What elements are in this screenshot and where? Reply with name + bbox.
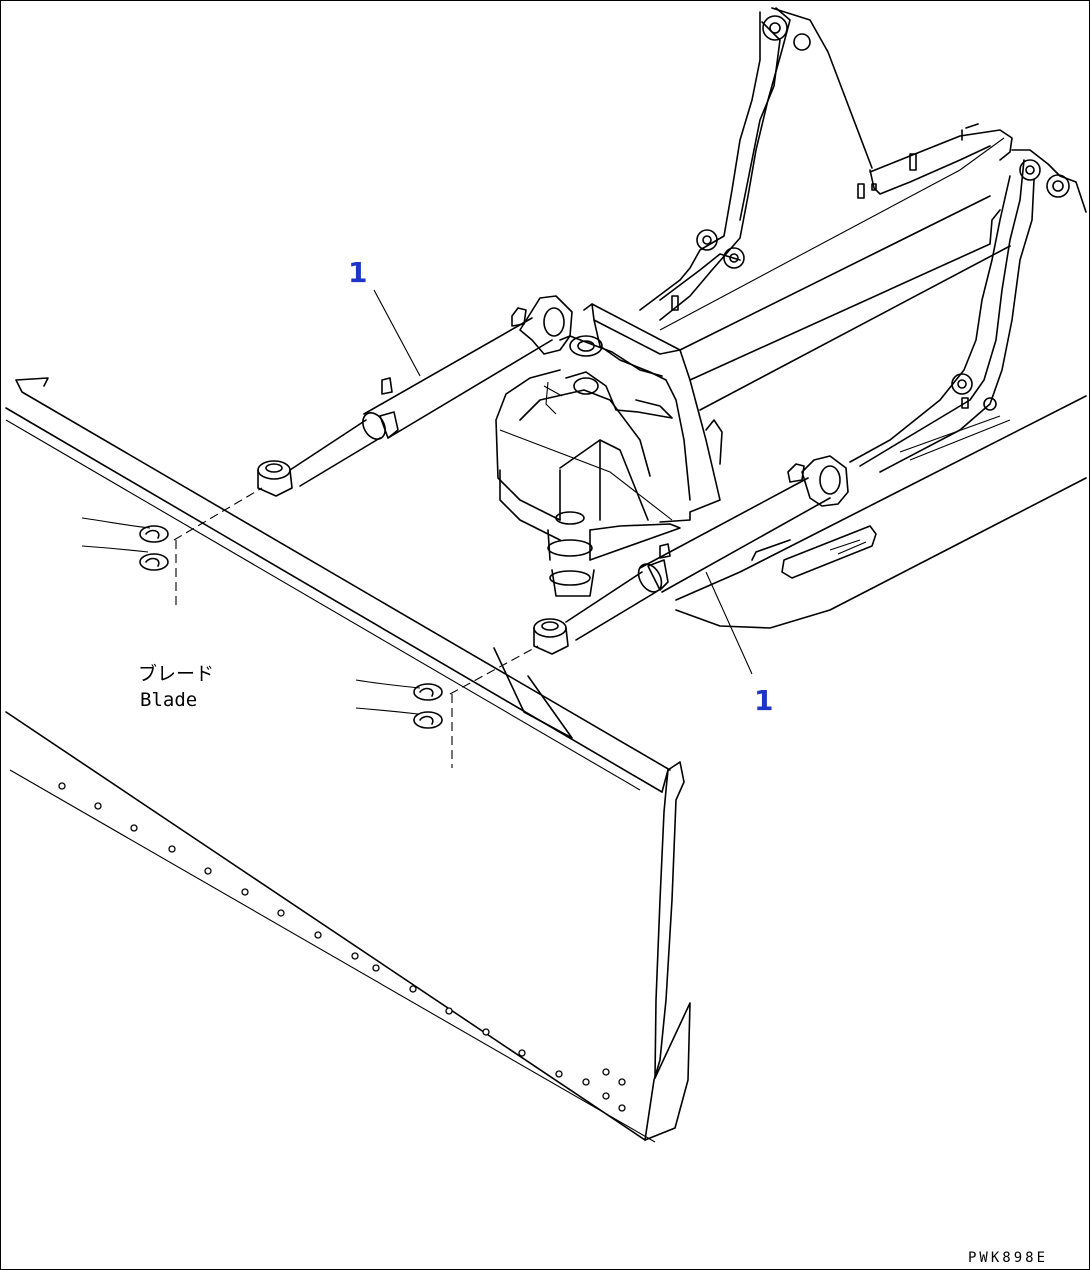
blade-top-lip — [15, 377, 671, 771]
boom — [659, 123, 1013, 411]
blade-end-plate — [644, 761, 685, 1141]
blade-corner-bit — [644, 1002, 691, 1141]
drawing-code: PWK898E — [968, 1250, 1048, 1266]
blade-face-line — [9, 769, 656, 1143]
blade — [5, 377, 691, 1143]
blade-bottom-edge — [5, 711, 646, 1141]
blade-top-inner — [5, 419, 641, 791]
leader-line-left — [373, 289, 421, 377]
cutting-edge-bolt-holes — [58, 782, 626, 1112]
frame-step — [781, 525, 877, 579]
left-arm-linkage — [639, 7, 873, 321]
right-arm-linkage — [849, 149, 1087, 473]
leader-line-right — [705, 571, 753, 675]
blade-label-jp: ブレード — [138, 662, 214, 685]
machine-frame — [495, 303, 1087, 629]
blade-label-en: Blade — [140, 689, 197, 711]
blade-bracket-plate — [583, 303, 721, 523]
blade-end-inner — [654, 769, 669, 1079]
cylinder-right — [533, 455, 849, 655]
mounting-pins — [81, 487, 539, 768]
cylinder-left — [257, 295, 573, 497]
callout-1-left: 1 — [348, 256, 367, 289]
blade-bracket — [493, 647, 573, 739]
callout-1-right: 1 — [754, 684, 773, 717]
